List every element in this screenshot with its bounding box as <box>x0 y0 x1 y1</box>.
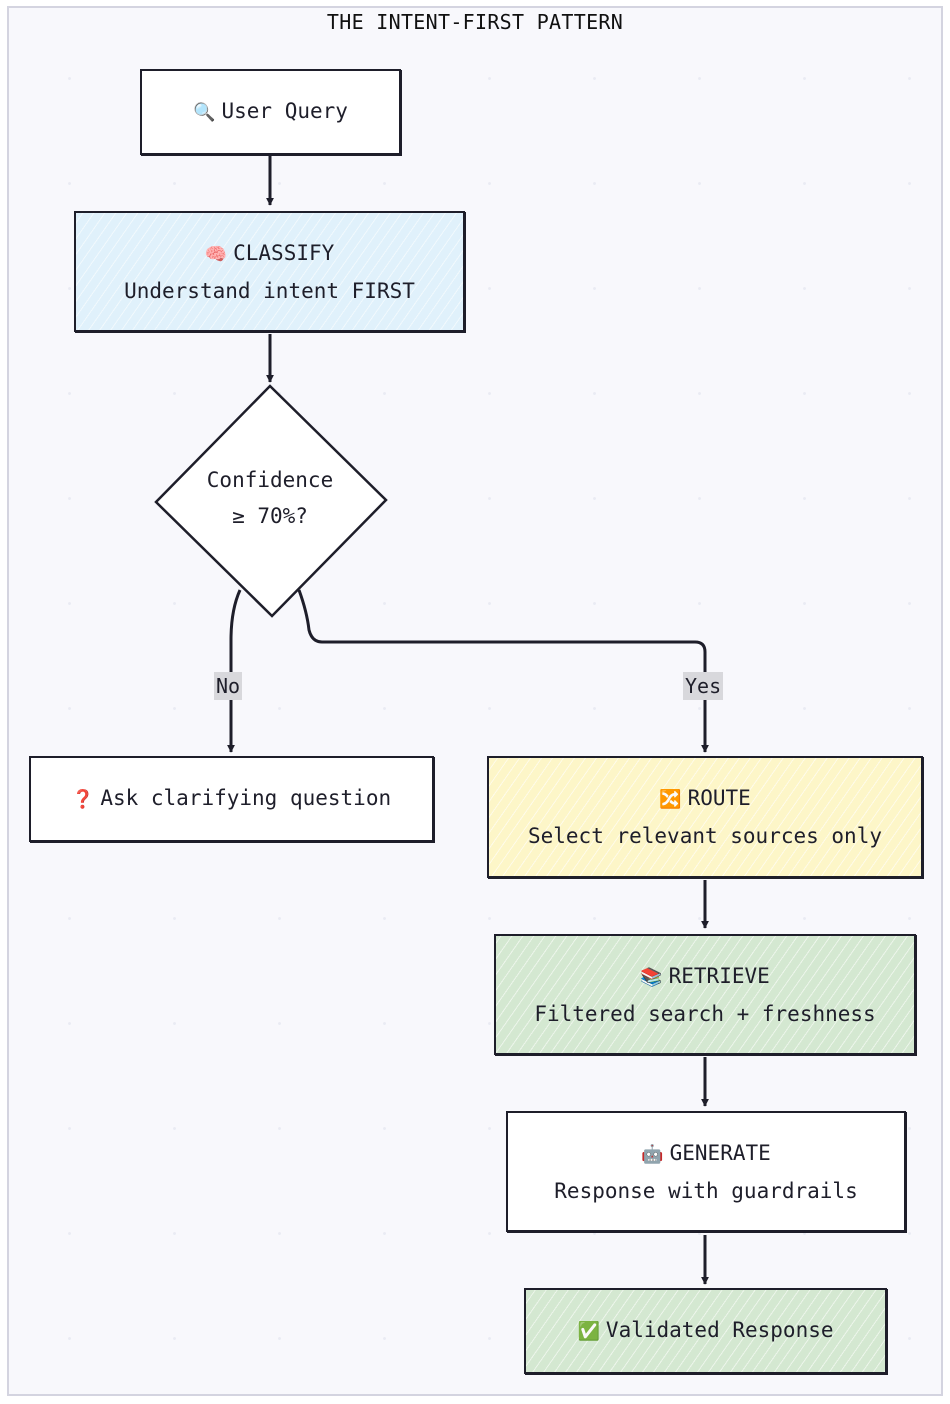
node-clarify: ❓Ask clarifying question <box>29 756 434 842</box>
node-clarify-row: ❓Ask clarifying question <box>72 780 391 818</box>
node-decision-line2: ≥ 70%? <box>232 504 308 528</box>
diagram-title: THE INTENT-FIRST PATTERN <box>326 10 624 34</box>
decision-diamond <box>154 384 388 618</box>
edge-label-no: No <box>214 672 243 700</box>
node-decision-line1: Confidence <box>206 468 334 492</box>
node-classify: 🧠CLASSIFY Understand intent FIRST <box>74 211 465 332</box>
node-generate-title: GENERATE <box>669 1140 771 1165</box>
node-generate: 🤖GENERATE Response with guardrails <box>506 1111 906 1232</box>
node-clarify-label: Ask clarifying question <box>100 786 392 810</box>
brain-icon: 🧠 <box>204 243 228 265</box>
node-decision-text: Confidence ≥ 70%? <box>170 462 370 534</box>
node-user-query: 🔍User Query <box>140 69 401 155</box>
robot-icon: 🤖 <box>641 1143 664 1165</box>
node-user-query-row: 🔍User Query <box>193 93 348 131</box>
edge-label-yes: Yes <box>683 672 724 700</box>
node-route-subtitle: Select relevant sources only <box>527 824 882 848</box>
node-retrieve-title-row: 📚RETRIEVE <box>640 958 770 996</box>
node-validated: ✅Validated Response <box>524 1288 887 1374</box>
node-route: 🔀ROUTE Select relevant sources only <box>487 756 923 878</box>
node-validated-row: ✅Validated Response <box>578 1312 834 1350</box>
edge-decision-no <box>227 589 242 753</box>
node-generate-title-row: 🤖GENERATE <box>641 1135 771 1173</box>
node-route-title-row: 🔀ROUTE <box>659 780 751 818</box>
node-retrieve-subtitle: Filtered search + freshness <box>534 1001 876 1026</box>
node-classify-title: CLASSIFY <box>233 240 335 265</box>
books-icon: 📚 <box>640 966 663 988</box>
node-validated-label: Validated Response <box>605 1318 834 1342</box>
node-retrieve-title: RETRIEVE <box>668 963 770 988</box>
search-icon: 🔍 <box>193 102 216 123</box>
check-mark-icon: ✅ <box>577 1321 600 1342</box>
shuffle-icon: 🔀 <box>659 789 682 810</box>
edge-decision-yes <box>297 589 709 753</box>
node-route-title: ROUTE <box>687 786 751 810</box>
node-generate-subtitle: Response with guardrails <box>554 1178 858 1203</box>
node-classify-title-row: 🧠CLASSIFY <box>205 235 335 273</box>
node-user-query-label: User Query <box>221 99 348 123</box>
question-mark-icon: ❓ <box>71 789 95 810</box>
node-retrieve: 📚RETRIEVE Filtered search + freshness <box>494 934 916 1055</box>
node-classify-subtitle: Understand intent FIRST <box>124 278 415 303</box>
